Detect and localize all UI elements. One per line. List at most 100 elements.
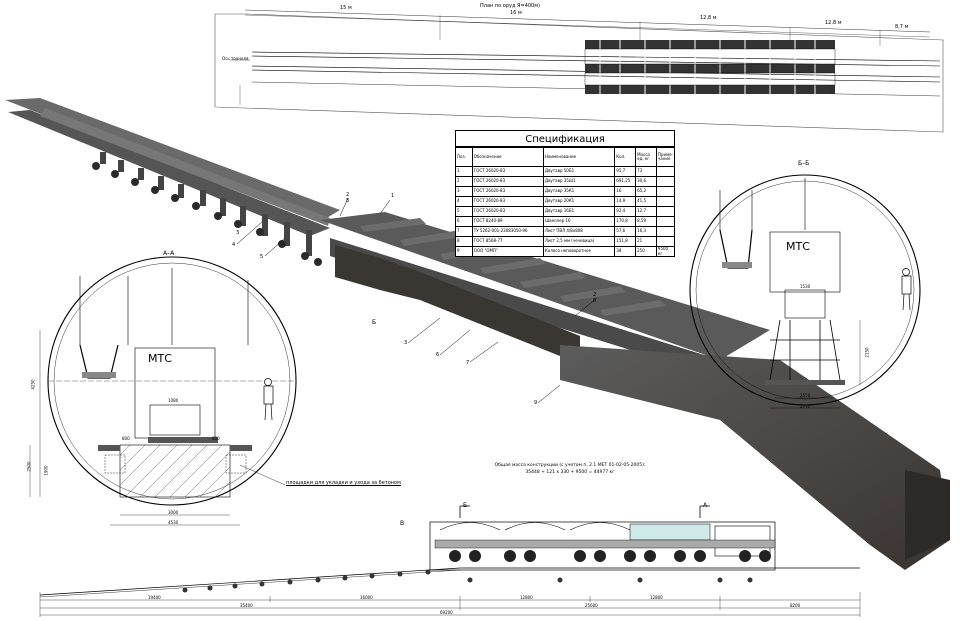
spec-cell: 57,6 <box>614 226 637 237</box>
section-bb <box>689 174 921 409</box>
spec-cell: ГОСТ 26020-83 <box>471 206 544 217</box>
side-dim-total: 69200 <box>440 610 453 615</box>
spec-cell <box>655 216 676 227</box>
aa-dim-4530: 4530 <box>168 520 179 525</box>
spec-cell: Лист 2,5 мм (чечевица) <box>542 236 616 247</box>
spec-cell: ГОСТ 8240-89 <box>471 216 544 227</box>
callout-2: 2 <box>346 192 350 198</box>
spec-cell: Лист ПВЛ 4/8x808 <box>542 226 616 237</box>
callout-8: 8 <box>346 198 350 204</box>
spec-cell: Двутавр 35Ш1 <box>542 176 616 187</box>
callout-4: 4 <box>232 242 236 248</box>
spec-cell: 2 <box>455 176 473 187</box>
bb-dim-2770: 2770 <box>800 404 811 409</box>
aa-dim-1900: 1900 <box>43 465 49 476</box>
spec-cell: Двутавр 50Б1 <box>542 166 616 177</box>
mass-note-line1: Общая масса конструкции (с учетом п. 2.1… <box>494 463 646 468</box>
spec-header: Наименование <box>542 147 616 167</box>
top-dim-4: 12,8 м <box>825 20 842 26</box>
spec-header: Обозначение <box>471 147 544 167</box>
view-b-label: В <box>400 520 405 527</box>
spec-cell: 38 <box>614 246 637 257</box>
spec-cell: 95,7 <box>614 166 637 177</box>
callout-9: 9 <box>534 400 538 406</box>
side-dim-16000: 16000 <box>360 595 373 600</box>
spec-cell: Двутавр 16Б1 <box>542 206 616 217</box>
callout-6: 6 <box>436 352 440 358</box>
side-dim-12800b: 12800 <box>650 595 663 600</box>
section-marker-a: А <box>703 502 708 509</box>
structure-3d-view <box>5 98 950 570</box>
spec-header: Приме-чание <box>655 147 676 167</box>
spec-cell <box>655 196 676 207</box>
spec-cell: Швеллер 16 <box>542 216 616 227</box>
bb-dim-2550: 2550 <box>800 393 811 398</box>
top-plan-view <box>214 9 944 133</box>
spec-cell: 30,6 <box>635 176 657 187</box>
spec-cell: 92,4 <box>614 206 637 217</box>
spec-cell: 250 <box>635 246 657 257</box>
callout-leaders <box>236 197 598 404</box>
side-view <box>39 505 861 617</box>
side-dim-12800a: 12800 <box>520 595 533 600</box>
spec-table: Поз. Обозначение Наименование Кол. Масса… <box>455 147 676 257</box>
spec-cell: ООО "ОМП" <box>471 246 544 257</box>
aa-dim-4250: 4250 <box>30 379 36 390</box>
spec-cell: 3 <box>455 186 473 197</box>
spec-cell <box>655 226 676 237</box>
section-bb-mts: МТС <box>786 240 810 253</box>
callout-2b: 2 <box>593 292 597 298</box>
spec-cell: ГОСТ 26020-83 <box>471 166 544 177</box>
section-aa-title: А–А <box>163 250 175 257</box>
spec-cell: 21 <box>635 236 657 247</box>
callout-5: 5 <box>260 254 264 260</box>
spec-cell <box>655 206 676 217</box>
side-dim-25600: 25600 <box>585 603 598 608</box>
spec-cell: 73 <box>635 166 657 177</box>
top-left-text: Ось тоннеля <box>222 56 249 61</box>
spec-cell: 16 <box>614 186 637 197</box>
mass-note-line2: 35448 + 121 х 330 + 9500 = 44977 кг <box>525 470 615 475</box>
spec-cell: 41,5 <box>635 196 657 207</box>
spec-cell: ТУ 5262-001-23083050-96 <box>471 226 544 237</box>
side-dim-8200: 8200 <box>790 603 801 608</box>
spec-cell: 691,25 <box>614 176 637 187</box>
side-dim-19400: 19400 <box>148 595 161 600</box>
bb-dim-1530: 1530 <box>800 284 811 289</box>
top-dim-5: 8,7 м <box>895 24 909 30</box>
spec-cell: Двутавр 20К1 <box>542 196 616 207</box>
callout-8b: 8 <box>593 298 597 304</box>
spec-cell: 65,2 <box>635 186 657 197</box>
spec-cell: Колесо неповоротное <box>542 246 616 257</box>
spec-header: Поз. <box>455 147 473 167</box>
spec-header-row: Поз. Обозначение Наименование Кол. Масса… <box>455 147 676 167</box>
spec-cell: 12,7 <box>635 206 657 217</box>
spec-header: Кол. <box>614 147 637 167</box>
spec-cell: 16,3 <box>635 226 657 237</box>
view-b-arrow-label: Б <box>372 319 377 326</box>
spec-cell: 4 <box>455 196 473 207</box>
spec-cell <box>655 166 676 177</box>
top-view-title: План по оруд Я=400м) <box>480 3 540 9</box>
spec-cell: 9500 кг <box>655 246 676 257</box>
spec-cell: 8 <box>455 236 473 247</box>
spec-cell <box>655 236 676 247</box>
section-marker-b: Б <box>463 502 468 509</box>
side-dim-35400: 35400 <box>240 603 253 608</box>
top-dim-2: 16 м <box>510 10 522 16</box>
spec-title: Спецификация <box>455 130 675 147</box>
aa-dim-2500: 2500 <box>26 461 32 472</box>
spec-cell: 151,8 <box>614 236 637 247</box>
spec-cell <box>655 186 676 197</box>
aa-platform-note: площадки для укладки и ухода за бетоном <box>286 480 401 486</box>
callout-7: 7 <box>466 360 470 366</box>
aa-dim-1080: 1080 <box>168 398 179 403</box>
